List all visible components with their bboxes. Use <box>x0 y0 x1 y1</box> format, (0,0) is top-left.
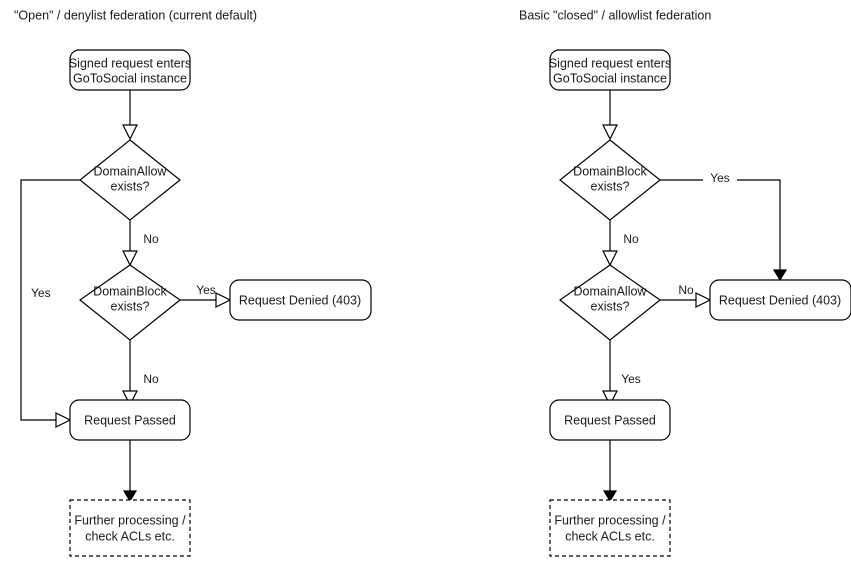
right-node-domainblock[interactable]: DomainBlock exists? <box>559 139 661 221</box>
left-request-denied-shape <box>229 279 372 321</box>
right-domainallow-label-line2: exists? <box>591 299 630 313</box>
left-edge-label-block-yes: Yes <box>196 283 216 297</box>
left-domainallow-label-line2: exists? <box>111 179 150 193</box>
left-node-request-passed[interactable]: Request Passed <box>69 399 191 441</box>
left-edge-label-allow-yes: Yes <box>31 286 51 300</box>
left-edge-label-allow-no: No <box>143 232 159 246</box>
right-domainblock-label-line1: DomainBlock <box>573 164 647 178</box>
right-further-processing-label-line2: check ACLs etc. <box>565 529 655 543</box>
right-node-request-denied[interactable]: Request Denied (403) <box>709 279 851 321</box>
left-edge-block-yes-to-denied: Yes <box>180 283 232 308</box>
right-edge-allow-no-to-denied: No <box>660 283 712 308</box>
right-domainblock-label-line2: exists? <box>591 179 630 193</box>
left-edge-label-block-no: No <box>143 372 159 386</box>
right-edge-block-no-to-allow: No <box>602 220 639 267</box>
right-node-request-passed[interactable]: Request Passed <box>549 399 671 441</box>
left-entry-label-line1: Signed request enters <box>69 56 191 70</box>
right-edge-label-block-yes: Yes <box>710 171 730 185</box>
left-further-processing-label-line1: Further processing / <box>74 513 186 527</box>
right-entry-label-line1: Signed request enters <box>549 56 671 70</box>
left-edge-allow-no-to-block: No <box>122 220 159 267</box>
left-request-passed-label: Request Passed <box>84 413 176 427</box>
right-node-domainallow[interactable]: DomainAllow exists? <box>558 264 662 341</box>
right-node-entry[interactable]: Signed request enters GoToSocial instanc… <box>549 49 671 91</box>
right-column-title: Basic "closed" / allowlist federation <box>519 8 711 22</box>
right-entry-label-line2: GoToSocial instance <box>553 71 667 85</box>
left-further-processing-label-line2: check ACLs etc. <box>85 529 175 543</box>
left-request-denied-label: Request Denied (403) <box>239 293 361 307</box>
right-further-processing-shape <box>549 499 671 557</box>
left-edge-passed-to-further <box>122 440 138 503</box>
left-node-request-denied[interactable]: Request Denied (403) <box>229 279 372 321</box>
left-further-processing-shape <box>69 499 191 557</box>
left-edge-entry-to-allow <box>122 90 138 141</box>
left-node-domainblock[interactable]: DomainBlock exists? <box>78 264 182 341</box>
right-further-processing-label-line1: Further processing / <box>554 513 666 527</box>
right-request-denied-label: Request Denied (403) <box>719 293 841 307</box>
right-edge-label-block-no: No <box>623 232 639 246</box>
right-node-further-processing[interactable]: Further processing / check ACLs etc. <box>549 499 671 557</box>
right-edge-allow-yes-to-passed: Yes <box>602 340 641 407</box>
left-node-further-processing[interactable]: Further processing / check ACLs etc. <box>69 499 191 557</box>
left-column-title: "Open" / denylist federation (current de… <box>14 8 257 22</box>
right-edge-label-allow-no: No <box>678 283 694 297</box>
left-entry-label-line2: GoToSocial instance <box>73 71 187 85</box>
left-node-entry[interactable]: Signed request enters GoToSocial instanc… <box>69 49 191 91</box>
right-request-passed-label: Request Passed <box>564 413 656 427</box>
right-domainallow-label-line1: DomainAllow <box>574 284 648 298</box>
right-edge-entry-to-block <box>602 90 618 141</box>
right-request-denied-shape <box>709 279 851 321</box>
left-domainblock-label-line1: DomainBlock <box>93 284 167 298</box>
right-edge-passed-to-further <box>602 440 618 503</box>
right-edge-label-allow-yes: Yes <box>621 372 641 386</box>
left-domainblock-label-line2: exists? <box>111 299 150 313</box>
left-edge-allow-yes-to-passed: Yes <box>20 179 80 428</box>
left-domainallow-label-line1: DomainAllow <box>94 164 168 178</box>
left-edge-block-no-to-passed: No <box>122 340 159 407</box>
left-node-domainallow[interactable]: DomainAllow exists? <box>79 139 181 221</box>
right-edge-block-yes-to-denied: Yes <box>660 171 788 282</box>
